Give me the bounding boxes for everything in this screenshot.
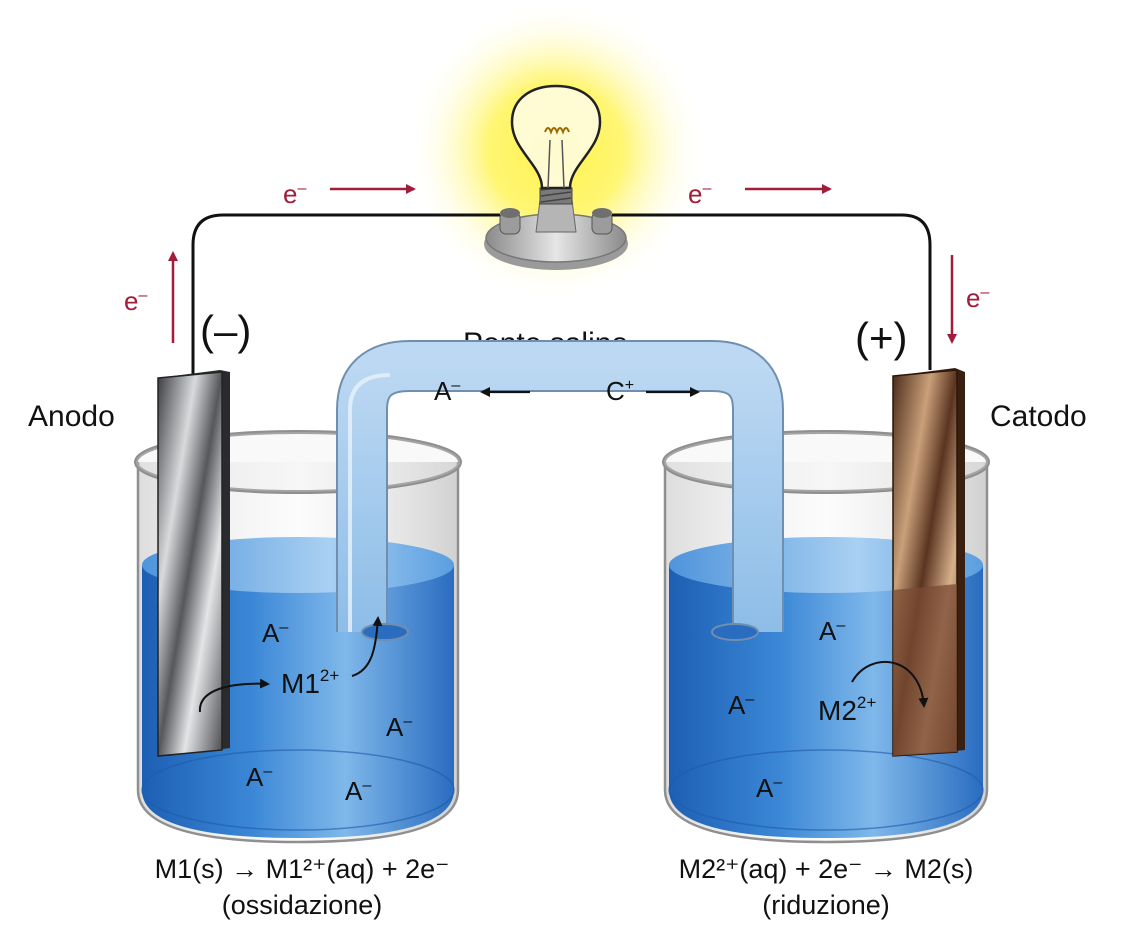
left-anion-3: A– — [246, 762, 272, 792]
bridge-anion: A– — [434, 376, 460, 406]
wire-left — [191, 213, 500, 375]
metal1-release-arrow — [198, 678, 270, 713]
left-anion-1: A– — [262, 618, 288, 648]
left-anion-4: A– — [345, 776, 371, 806]
metal2-ion: M22+ — [818, 693, 876, 726]
metal1-migrate-arrow — [351, 616, 383, 677]
electron-label-left: e– — [124, 286, 147, 316]
cathode-sign: (+) — [855, 314, 908, 361]
right-process-label: (riduzione) — [762, 890, 890, 920]
electron-label-right: e– — [966, 283, 989, 313]
right-anion-1: A– — [819, 616, 845, 646]
right-equation: M2²⁺(aq) + 2e⁻ → M2(s) — [679, 854, 974, 884]
wire-right — [612, 213, 932, 370]
anode-sign: (–) — [200, 307, 251, 354]
electron-label-top-left: e– — [283, 179, 306, 209]
left-anion-2: A– — [386, 712, 412, 742]
right-anion-3: A– — [756, 773, 782, 803]
metal2-deposit-arrow — [851, 660, 929, 708]
left-equation: M1(s) → M1²⁺(aq) + 2e⁻ — [155, 854, 450, 884]
light-bulb-icon — [484, 84, 628, 270]
metal1-ion: M12+ — [281, 666, 339, 699]
anode-label: Anodo — [28, 400, 115, 433]
cathode-electrode — [892, 368, 965, 757]
anode-electrode — [157, 370, 230, 757]
right-anion-2: A– — [728, 690, 754, 720]
left-process-label: (ossidazione) — [222, 890, 383, 920]
cathode-label: Catodo — [990, 400, 1087, 433]
salt-bridge — [336, 340, 784, 641]
bridge-cation: C+ — [606, 376, 634, 406]
electron-label-top-right: e– — [688, 179, 711, 209]
